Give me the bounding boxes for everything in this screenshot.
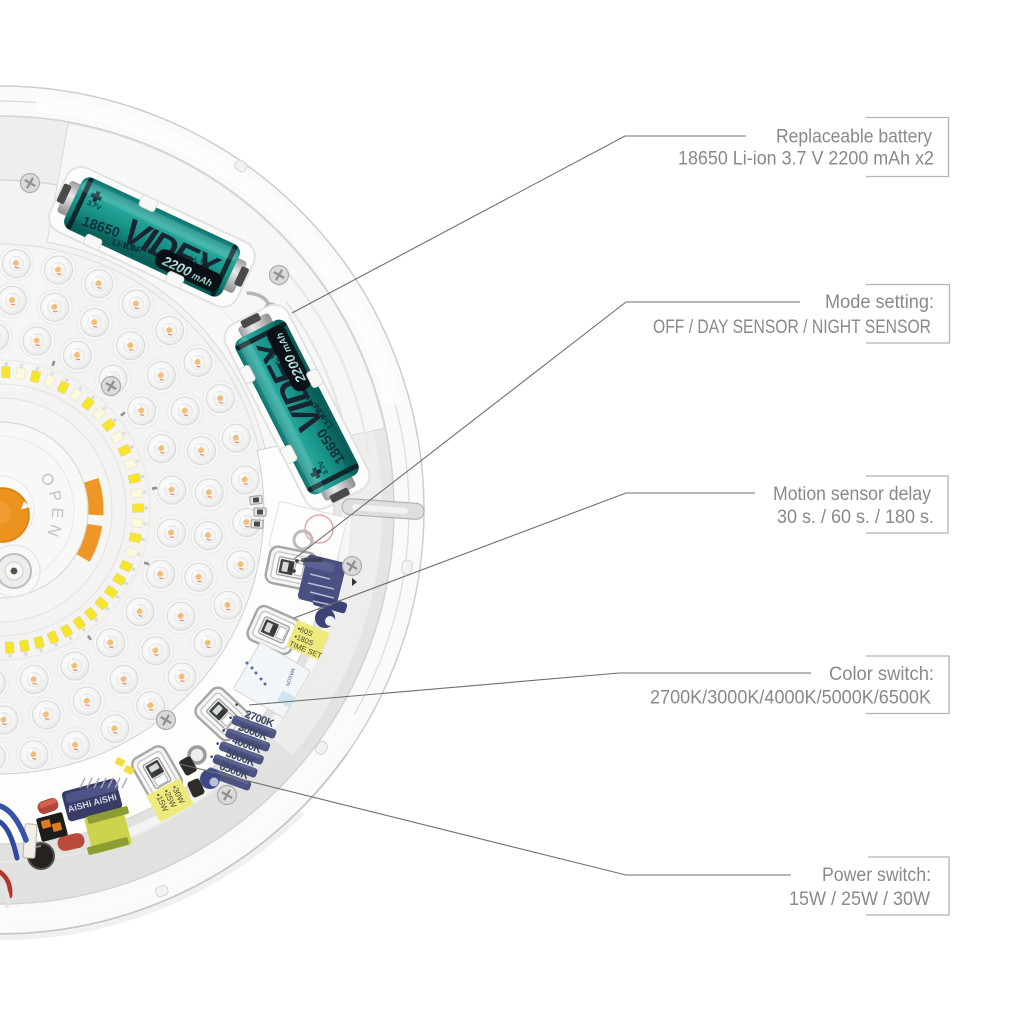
svg-text:30 s. / 60 s. / 180 s.: 30 s. / 60 s. / 180 s. [777,506,934,528]
svg-text:18650 Li-ion 3.7 V 2200 mAh x2: 18650 Li-ion 3.7 V 2200 mAh x2 [678,148,934,170]
svg-text:Mode setting:: Mode setting: [825,291,934,313]
svg-text:Color switch:: Color switch: [829,663,934,685]
svg-text:Motion sensor delay: Motion sensor delay [773,483,931,505]
svg-text:Power switch:: Power switch: [822,864,931,886]
svg-text:15W / 25W / 30W: 15W / 25W / 30W [789,888,931,910]
svg-text:OFF / DAY SENSOR / NIGHT SENSO: OFF / DAY SENSOR / NIGHT SENSOR [653,316,931,338]
svg-text:2700K/3000K/4000K/5000K/6500K: 2700K/3000K/4000K/5000K/6500K [650,687,931,709]
svg-text:Replaceable battery: Replaceable battery [776,126,932,148]
